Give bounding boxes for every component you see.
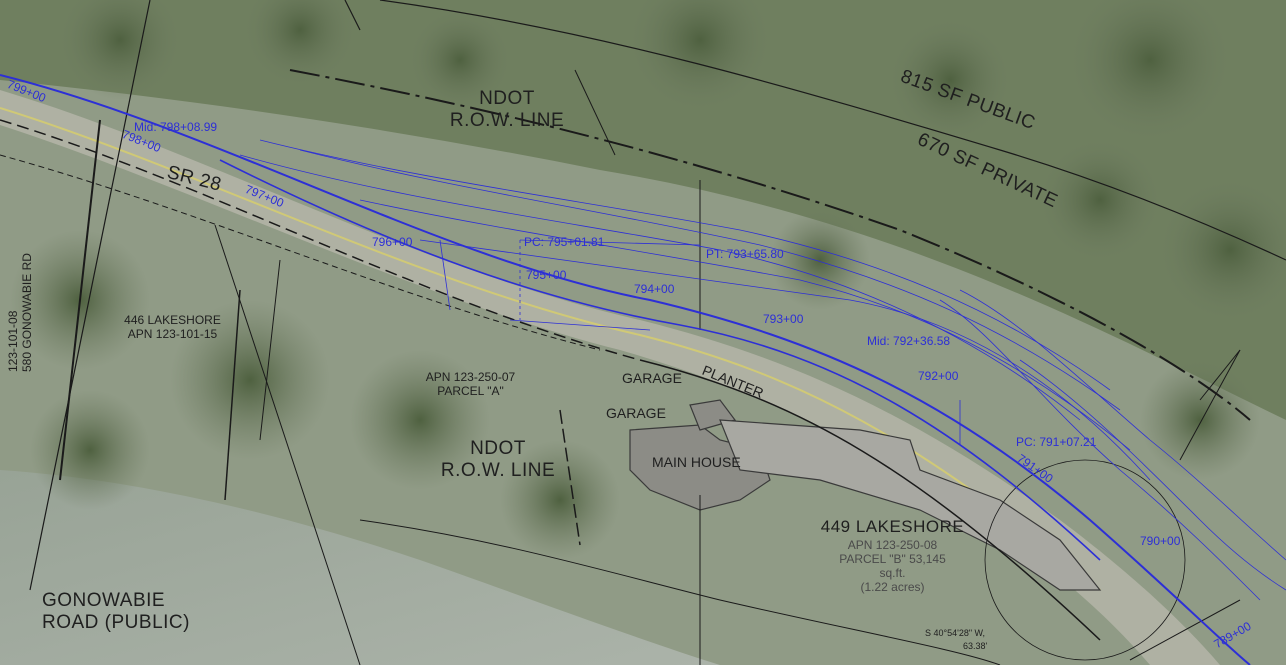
acres-line: (1.22 acres) bbox=[860, 580, 925, 594]
ndot-row-top-line2: R.O.W. LINE bbox=[449, 110, 565, 131]
parcel-a-line2: PARCEL "A" bbox=[437, 384, 504, 398]
garage-top-label: GARAGE bbox=[622, 370, 682, 386]
bearing-label: S 40°54'28" W, bbox=[925, 628, 986, 638]
gonowabie-line2: ROAD (PUBLIC) bbox=[42, 612, 190, 633]
apn-101-08-line2: 580 GONOWABIE RD bbox=[20, 253, 34, 372]
distance-label: 63.38' bbox=[963, 641, 988, 651]
station-794: 794+00 bbox=[634, 282, 675, 296]
station-pt-793: PT: 793+65.80 bbox=[706, 247, 784, 261]
station-795: 795+00 bbox=[526, 268, 567, 282]
ndot-row-label-mid: NDOT R.O.W. LINE bbox=[418, 438, 578, 482]
lakeshore-446-line2: APN 123-101-15 bbox=[127, 327, 218, 341]
apn-250-08-line: APN 123-250-08 bbox=[847, 538, 938, 552]
station-793: 793+00 bbox=[763, 312, 804, 326]
gonowabie-line1: GONOWABIE bbox=[42, 590, 166, 611]
ndot-row-top-line1: NDOT bbox=[479, 88, 535, 109]
station-mid-798: Mid: 798+08.99 bbox=[134, 120, 218, 134]
ndot-row-mid-line1: NDOT bbox=[470, 438, 526, 459]
apn-101-08-label: 123-101-08 580 GONOWABIE RD bbox=[6, 253, 34, 372]
ndot-row-mid-line2: R.O.W. LINE bbox=[440, 460, 556, 481]
station-pc-791: PC: 791+07.21 bbox=[1016, 435, 1097, 449]
gonowabie-road-label: GONOWABIE ROAD (PUBLIC) bbox=[42, 590, 190, 634]
building-footprints bbox=[629, 399, 1102, 591]
station-790: 790+00 bbox=[1140, 534, 1181, 548]
lakeshore-449-title: 449 LAKESHORE bbox=[820, 517, 965, 536]
alignment-linework bbox=[0, 74, 1286, 665]
lakeshore-449-block: 449 LAKESHORE APN 123-250-08 PARCEL "B" … bbox=[800, 516, 985, 594]
parcel-a-line1: APN 123-250-07 bbox=[425, 370, 516, 384]
ndot-row-label-top: NDOT R.O.W. LINE bbox=[427, 88, 587, 132]
tree-canopy bbox=[10, 0, 1286, 560]
sr28-pavement bbox=[0, 90, 1220, 665]
main-house-label: MAIN HOUSE bbox=[652, 454, 741, 470]
sqft-line: sq.ft. bbox=[879, 566, 906, 580]
parcel-b-line: PARCEL "B" 53,145 bbox=[839, 552, 946, 566]
station-mid-792: Mid: 792+36.58 bbox=[867, 334, 951, 348]
garage-mid-label: GARAGE bbox=[606, 405, 666, 421]
lakeshore-446-line1: 446 LAKESHORE bbox=[124, 313, 221, 327]
station-796: 796+00 bbox=[372, 235, 413, 249]
station-pc-795: PC: 795+01.81 bbox=[524, 235, 605, 249]
station-792: 792+00 bbox=[918, 369, 959, 383]
parcel-a-label: APN 123-250-07 PARCEL "A" bbox=[398, 370, 543, 398]
lakeshore-446-label: 446 LAKESHORE APN 123-101-15 bbox=[100, 313, 245, 341]
apn-101-08-line1: 123-101-08 bbox=[6, 310, 20, 372]
